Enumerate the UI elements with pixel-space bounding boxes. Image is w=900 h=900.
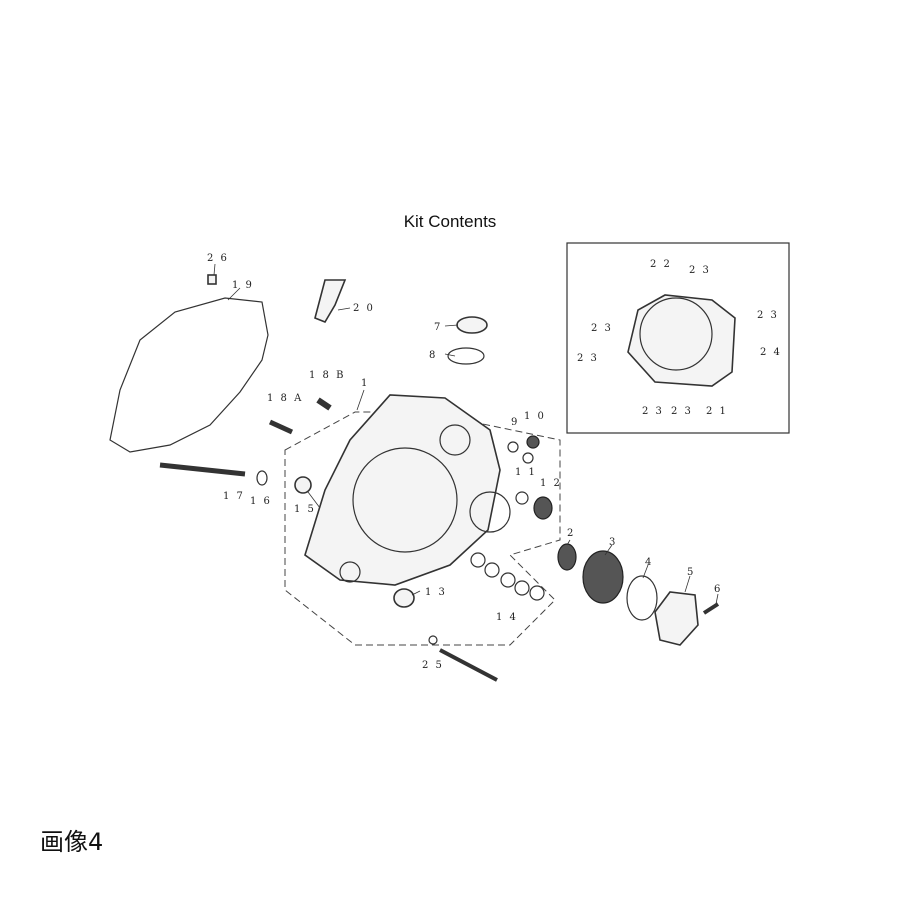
label-24: 2 4	[760, 347, 782, 358]
part-labels: 1 2 3 4 5 6 7 8 9 1 0 1 1 1 2 1 3 1 4 1 …	[207, 253, 782, 671]
label-16: 1 6	[250, 496, 272, 507]
filter-o-ring	[626, 575, 658, 621]
label-8: 8	[429, 350, 437, 361]
filter-cap	[654, 591, 699, 646]
label-19: 1 9	[232, 280, 254, 291]
label-13: 1 3	[425, 587, 447, 598]
label-11: 1 1	[515, 467, 537, 478]
label-4: 4	[645, 557, 653, 568]
label-12: 1 2	[540, 478, 562, 489]
label-20: 2 0	[353, 303, 375, 314]
gasket	[109, 297, 269, 453]
oil-filter	[582, 550, 624, 604]
label-23b: 2 3	[757, 310, 779, 321]
label-15: 1 5	[294, 504, 316, 515]
inset-cover	[627, 294, 736, 387]
caption: 画像4	[40, 828, 104, 856]
label-5: 5	[687, 567, 695, 578]
label-9: 9	[511, 417, 519, 428]
inset-box	[566, 242, 790, 434]
label-21: 2 1	[706, 406, 728, 417]
filler-cap	[456, 316, 488, 334]
label-25: 2 5	[422, 660, 444, 671]
spring	[557, 543, 577, 571]
label-10: 1 0	[524, 411, 546, 422]
label-6: 6	[714, 584, 722, 595]
label-26: 2 6	[207, 253, 229, 264]
label-23e: 2 3	[642, 406, 664, 417]
label-3: 3	[609, 537, 617, 548]
label-23f: 2 3	[671, 406, 693, 417]
o-ring	[447, 347, 485, 365]
label-22: 2 2	[650, 259, 672, 270]
label-23c: 2 3	[591, 323, 613, 334]
crankcase-cover	[304, 394, 501, 586]
label-23d: 2 3	[577, 353, 599, 364]
label-7: 7	[434, 322, 442, 333]
leader-lines	[213, 263, 719, 605]
label-23a: 2 3	[689, 265, 711, 276]
label-2: 2	[567, 528, 575, 539]
lever	[314, 279, 347, 323]
diagram-title: Kit Contents	[403, 212, 497, 231]
label-18a: 1 8 A	[267, 393, 303, 404]
label-14: 1 4	[496, 612, 518, 623]
label-18b: 1 8 B	[309, 370, 345, 381]
label-17: 1 7	[223, 491, 245, 502]
label-1: 1	[361, 378, 369, 389]
